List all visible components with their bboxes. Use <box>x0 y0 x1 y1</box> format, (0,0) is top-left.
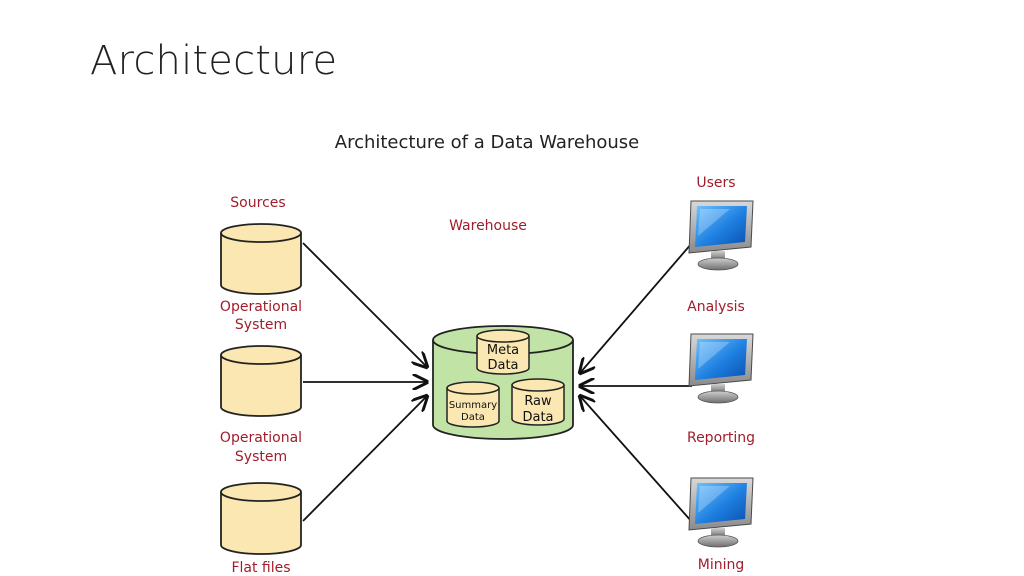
warehouse-heading: Warehouse <box>449 218 527 234</box>
summary-data-label-line1: Summary <box>449 400 497 411</box>
arrow-icon <box>302 242 427 522</box>
database-cylinder-icon <box>220 223 302 295</box>
computer-monitor-icon <box>688 333 754 404</box>
source-label-line1: Operational <box>220 299 302 315</box>
user-analysis: Analysis <box>687 200 754 315</box>
meta-data-label-line2: Data <box>487 358 518 373</box>
computer-monitor-icon <box>688 477 754 548</box>
meta-data-label-line1: Meta <box>487 343 519 358</box>
user-label: Analysis <box>687 299 745 315</box>
source-database-2: Operational System <box>220 345 302 465</box>
raw-data-store: Raw Data <box>511 378 565 426</box>
warehouse: Meta Data Summary Data Raw Data <box>432 325 574 440</box>
source-database-3: Flat files <box>220 482 302 576</box>
user-label: Reporting <box>687 430 755 446</box>
database-cylinder-icon <box>220 482 302 555</box>
arrow-icon <box>580 242 693 523</box>
meta-data-store: Meta Data <box>476 329 530 375</box>
summary-data-label-line2: Data <box>461 412 485 423</box>
summary-data-store: Summary Data <box>446 381 500 428</box>
computer-monitor-icon <box>688 200 754 271</box>
database-cylinder-icon <box>220 345 302 417</box>
user-mining: Mining <box>688 477 754 573</box>
user-reporting: Reporting <box>687 333 755 446</box>
diagram-title: Architecture of a Data Warehouse <box>335 132 639 153</box>
user-label: Mining <box>698 557 745 573</box>
sources-heading: Sources <box>230 195 285 211</box>
slide-title: Architecture <box>90 38 338 84</box>
source-label-line2: System <box>235 449 287 465</box>
raw-data-label-line2: Data <box>522 410 553 425</box>
source-label-line1: Operational <box>220 430 302 446</box>
source-database-1: Operational System <box>220 223 302 333</box>
source-label-line2: System <box>235 317 287 333</box>
raw-data-label-line1: Raw <box>524 394 552 409</box>
source-label-line1: Flat files <box>231 560 290 576</box>
users-heading: Users <box>696 175 735 191</box>
